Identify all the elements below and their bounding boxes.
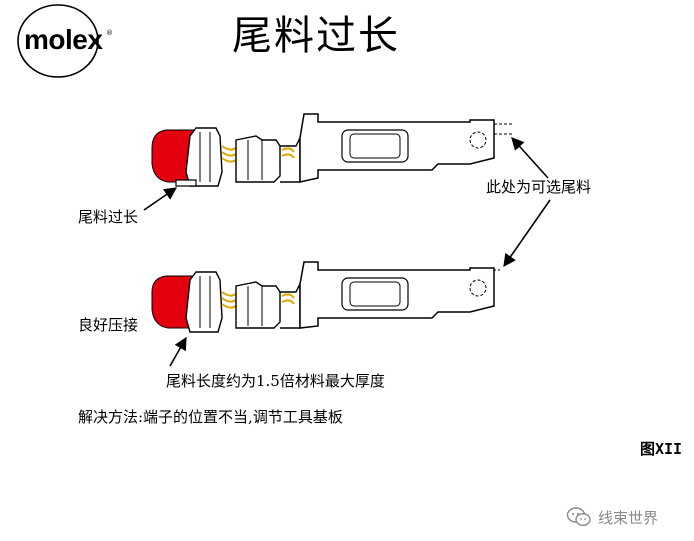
arrow-optional-tail-top [511, 137, 549, 179]
terminal-bottom [151, 261, 500, 333]
logo-circle [17, 4, 99, 78]
contact-body-top [299, 113, 495, 183]
insulation-bottom [151, 275, 197, 329]
conductor-crimp-bottom [235, 281, 281, 329]
arrow-optional-tail-bottom [503, 199, 551, 268]
solution-text: 解决方法:端子的位置不当,调节工具基板 [78, 408, 343, 426]
conductor-crimp-top [235, 135, 281, 183]
insulation-top [151, 129, 197, 183]
watermark: 线束世界 [566, 505, 658, 529]
arrow-tail-too-long [143, 187, 178, 211]
arrow-tail-length [169, 336, 187, 367]
insulation-crimp-top [185, 127, 223, 187]
label-tail-too-long: 尾料过长 [78, 208, 139, 226]
page-title: 尾料过长 [232, 13, 400, 59]
tail-protrusion-top [175, 179, 197, 187]
contact-body-bottom [299, 261, 495, 329]
figure-label: 图XII [640, 440, 683, 458]
watermark-text: 线束世界 [598, 508, 659, 527]
label-good-crimp: 良好压接 [78, 316, 139, 334]
insulation-crimp-bottom [185, 271, 223, 333]
wechat-icon [566, 507, 591, 527]
terminal-top [151, 113, 512, 187]
label-tail-length-note: 尾料长度约为1.5倍材料最大厚度 [166, 372, 385, 390]
logo-text: molex [24, 24, 103, 55]
molex-logo: molex ® [10, 3, 113, 79]
logo-registered-mark: ® [106, 29, 113, 37]
label-optional-tail: 此处为可选尾料 [486, 178, 592, 196]
leader-arrows [143, 137, 551, 367]
